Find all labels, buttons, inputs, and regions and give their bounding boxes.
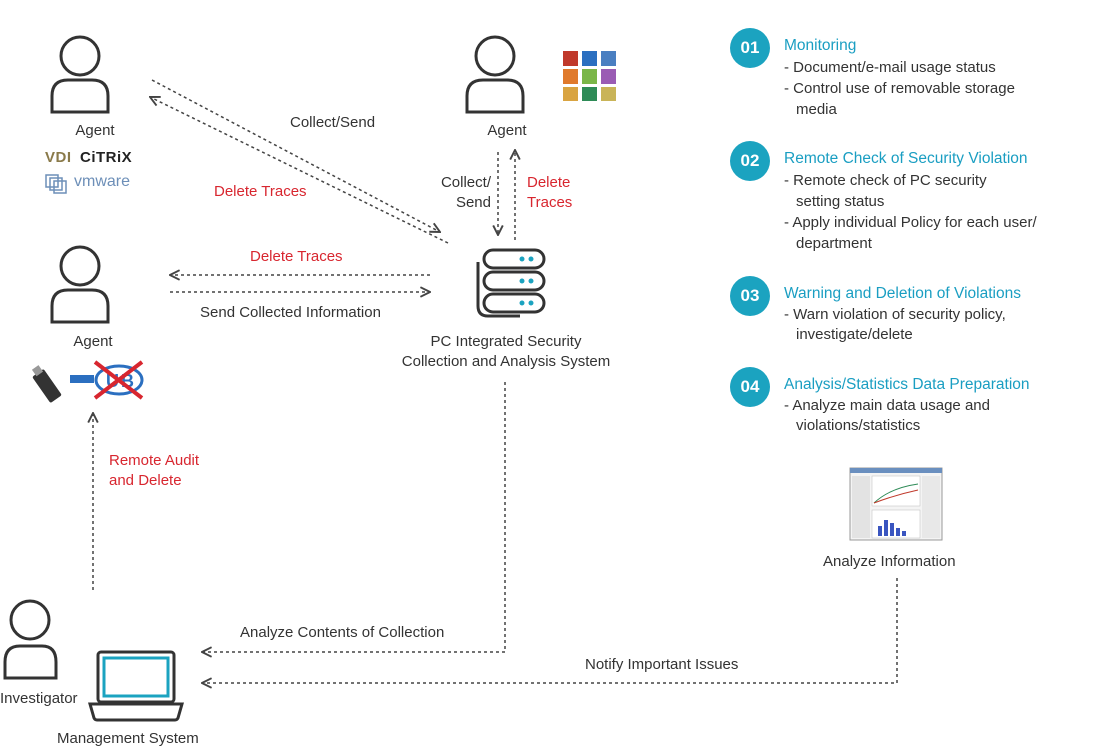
investigator-icon: [3, 599, 58, 680]
delete-traces-center-line1: Delete: [527, 174, 571, 191]
usb-logo-crossed-icon: U B: [70, 360, 144, 400]
analysis-screenshot-thumbnail: [849, 467, 943, 541]
agent-mid-left-icon: [50, 245, 110, 324]
agent-top-left-icon: [50, 35, 110, 114]
collect-send-center-label: Collect/ Send: [431, 173, 491, 213]
laptop-icon: [88, 650, 184, 722]
feature-item: department: [796, 235, 872, 252]
office-apps-icon: [563, 51, 616, 101]
management-system-label: Management System: [57, 730, 199, 747]
feature-number-02: 02: [730, 141, 770, 181]
delete-traces-mid-label: Delete Traces: [250, 248, 343, 265]
vdi-logo-text: VDI: [45, 149, 72, 166]
notify-issues-label: Notify Important Issues: [585, 656, 739, 673]
remote-audit-line1: Remote Audit: [109, 452, 200, 469]
vmware-logo-mark: [45, 174, 67, 194]
collect-send-center-line2: Send: [455, 194, 491, 211]
server-label-line1: PC Integrated Security: [430, 333, 582, 350]
citrix-logo-text: CiTRiX: [80, 149, 133, 166]
feature-item: - Remote check of PC security: [784, 172, 987, 189]
agent-mid-left-label: Agent: [73, 333, 113, 350]
delete-traces-top-label: Delete Traces: [214, 183, 307, 200]
server-label-line2: Collection and Analysis System: [401, 353, 611, 370]
feature-item: - Apply individual Policy for each user/: [784, 214, 1037, 231]
usb-drive-icon: [31, 365, 62, 403]
server-icon: [476, 248, 546, 318]
collect-send-top-label: Collect/Send: [290, 114, 376, 131]
remote-audit-line2: and Delete: [109, 472, 182, 489]
feature-title-02: Remote Check of Security Violation: [784, 150, 1028, 167]
feature-item: investigate/delete: [796, 326, 913, 343]
delete-traces-center-label: Delete Traces: [527, 173, 572, 213]
send-collected-label: Send Collected Information: [200, 304, 381, 321]
vmware-logo-text: vmware: [74, 173, 131, 190]
feature-title-03: Warning and Deletion of Violations: [784, 285, 1021, 302]
feature-title-01: Monitoring: [784, 37, 857, 54]
feature-number-01: 01: [730, 28, 770, 68]
connectors: [93, 79, 898, 683]
analyze-information-label: Analyze Information: [823, 553, 956, 570]
investigator-label: Investigator: [0, 690, 78, 707]
delete-traces-center-line2: Traces: [527, 194, 573, 211]
agent-top-center-label: Agent: [487, 122, 527, 139]
feature-title-04: Analysis/Statistics Data Preparation: [784, 376, 1030, 393]
agent-top-left-label: Agent: [75, 122, 115, 139]
remote-audit-label: Remote Audit and Delete: [109, 451, 199, 491]
feature-item: media: [796, 101, 837, 118]
server-label: PC Integrated Security Collection and An…: [370, 332, 642, 372]
feature-item: - Control use of removable storage: [784, 80, 1015, 97]
feature-item: - Document/e-mail usage status: [784, 59, 996, 76]
collect-send-center-line1: Collect/: [440, 174, 491, 191]
feature-item: - Warn violation of security policy,: [784, 306, 1006, 323]
feature-item: violations/statistics: [796, 417, 921, 434]
analyze-contents-label: Analyze Contents of Collection: [240, 624, 445, 641]
feature-item: setting status: [796, 193, 885, 210]
feature-number-03: 03: [730, 276, 770, 316]
feature-item: - Analyze main data usage and: [784, 397, 990, 414]
agent-top-center-icon: [465, 35, 525, 114]
feature-number-04: 04: [730, 367, 770, 407]
